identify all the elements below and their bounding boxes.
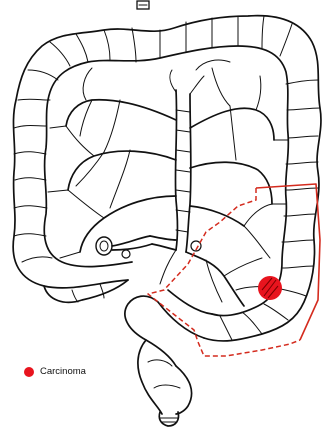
legend-label: Carcinoma [40, 366, 86, 377]
cecum [44, 280, 128, 302]
iliac-vessels [96, 236, 201, 258]
carcinoma-marker [258, 276, 282, 300]
resection-margin-dashed [148, 188, 300, 356]
legend-carcinoma-icon [24, 367, 34, 377]
resection-margin-solid [256, 184, 320, 340]
mesenteric-vessels [48, 60, 288, 306]
legend: Carcinoma [24, 366, 86, 377]
